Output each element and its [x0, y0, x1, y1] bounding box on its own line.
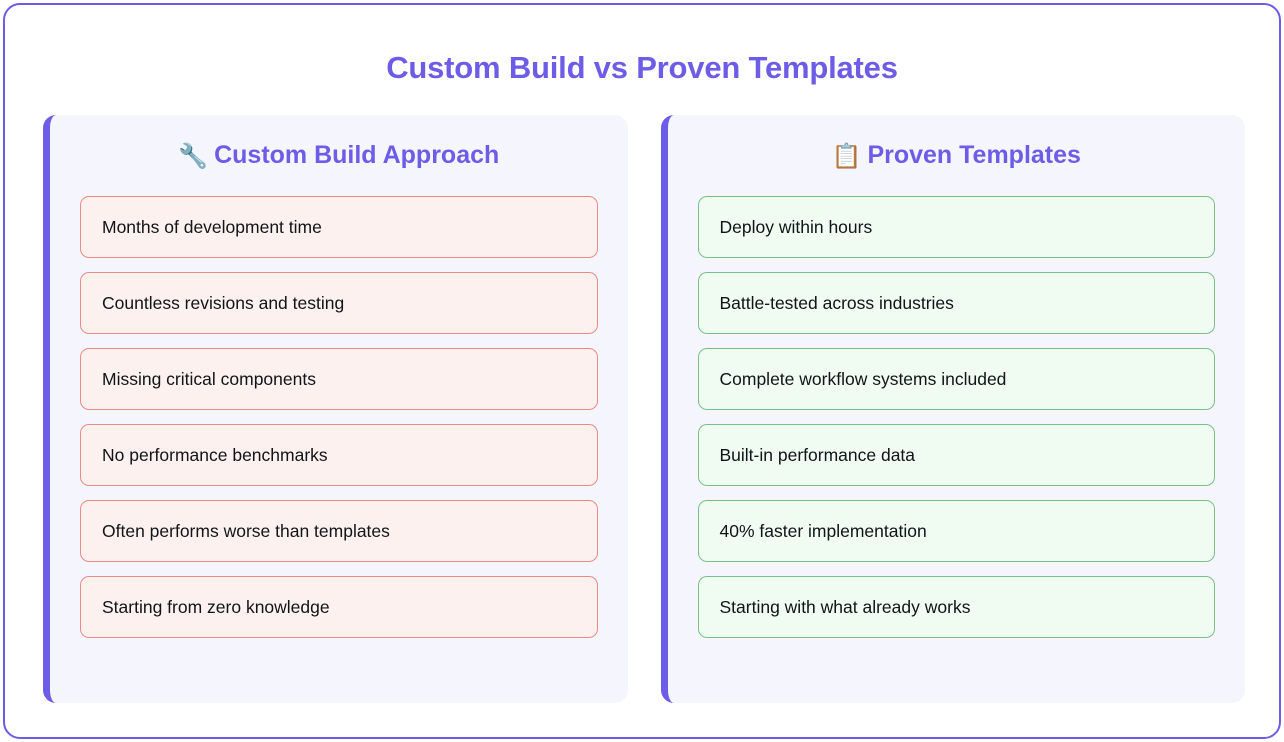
comparison-card: Custom Build vs Proven Templates 🔧Custom…	[3, 3, 1281, 739]
panel-proven-templates-heading-text: Proven Templates	[867, 141, 1081, 169]
wrench-icon: 🔧	[178, 143, 209, 170]
list-item: Complete workflow systems included	[697, 348, 1215, 410]
page-title: Custom Build vs Proven Templates	[386, 50, 898, 85]
panel-proven-templates-header: 📋Proven Templates	[698, 141, 1216, 171]
proven-templates-item-list: Deploy within hours Battle-tested across…	[697, 196, 1215, 638]
panel-proven-templates: 📋Proven Templates Deploy within hours Ba…	[660, 115, 1245, 703]
list-item: Battle-tested across industries	[697, 272, 1215, 334]
list-item: Deploy within hours	[697, 196, 1215, 258]
panel-custom-build-header: 🔧Custom Build Approach	[80, 141, 598, 171]
panel-custom-build-heading-text: Custom Build Approach	[214, 141, 500, 169]
clipboard-icon: 📋	[831, 143, 862, 170]
list-item: Often performs worse than templates	[80, 500, 598, 562]
list-item: Countless revisions and testing	[80, 272, 598, 334]
panel-custom-build: 🔧Custom Build Approach Months of develop…	[43, 115, 628, 703]
comparison-columns: 🔧Custom Build Approach Months of develop…	[43, 115, 1245, 703]
custom-build-item-list: Months of development time Countless rev…	[80, 196, 598, 638]
list-item: Missing critical components	[80, 348, 598, 410]
list-item: No performance benchmarks	[80, 424, 598, 486]
list-item: Starting with what already works	[697, 576, 1215, 638]
list-item: 40% faster implementation	[697, 500, 1215, 562]
list-item: Built-in performance data	[697, 424, 1215, 486]
list-item: Months of development time	[80, 196, 598, 258]
list-item: Starting from zero knowledge	[80, 576, 598, 638]
